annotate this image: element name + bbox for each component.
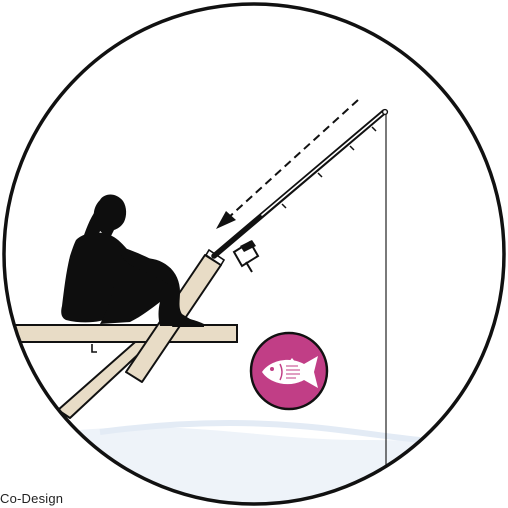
arrow-head-icon: [216, 211, 236, 229]
pull-arrow: [216, 100, 358, 229]
dock-plank: [0, 325, 237, 342]
water: [0, 427, 508, 508]
credit-label: Co-Design: [0, 490, 63, 508]
dock-bolt: [92, 344, 97, 352]
fishing-rod: [214, 110, 387, 256]
fishing-reel: [234, 240, 258, 272]
fish-badge: [251, 333, 327, 409]
